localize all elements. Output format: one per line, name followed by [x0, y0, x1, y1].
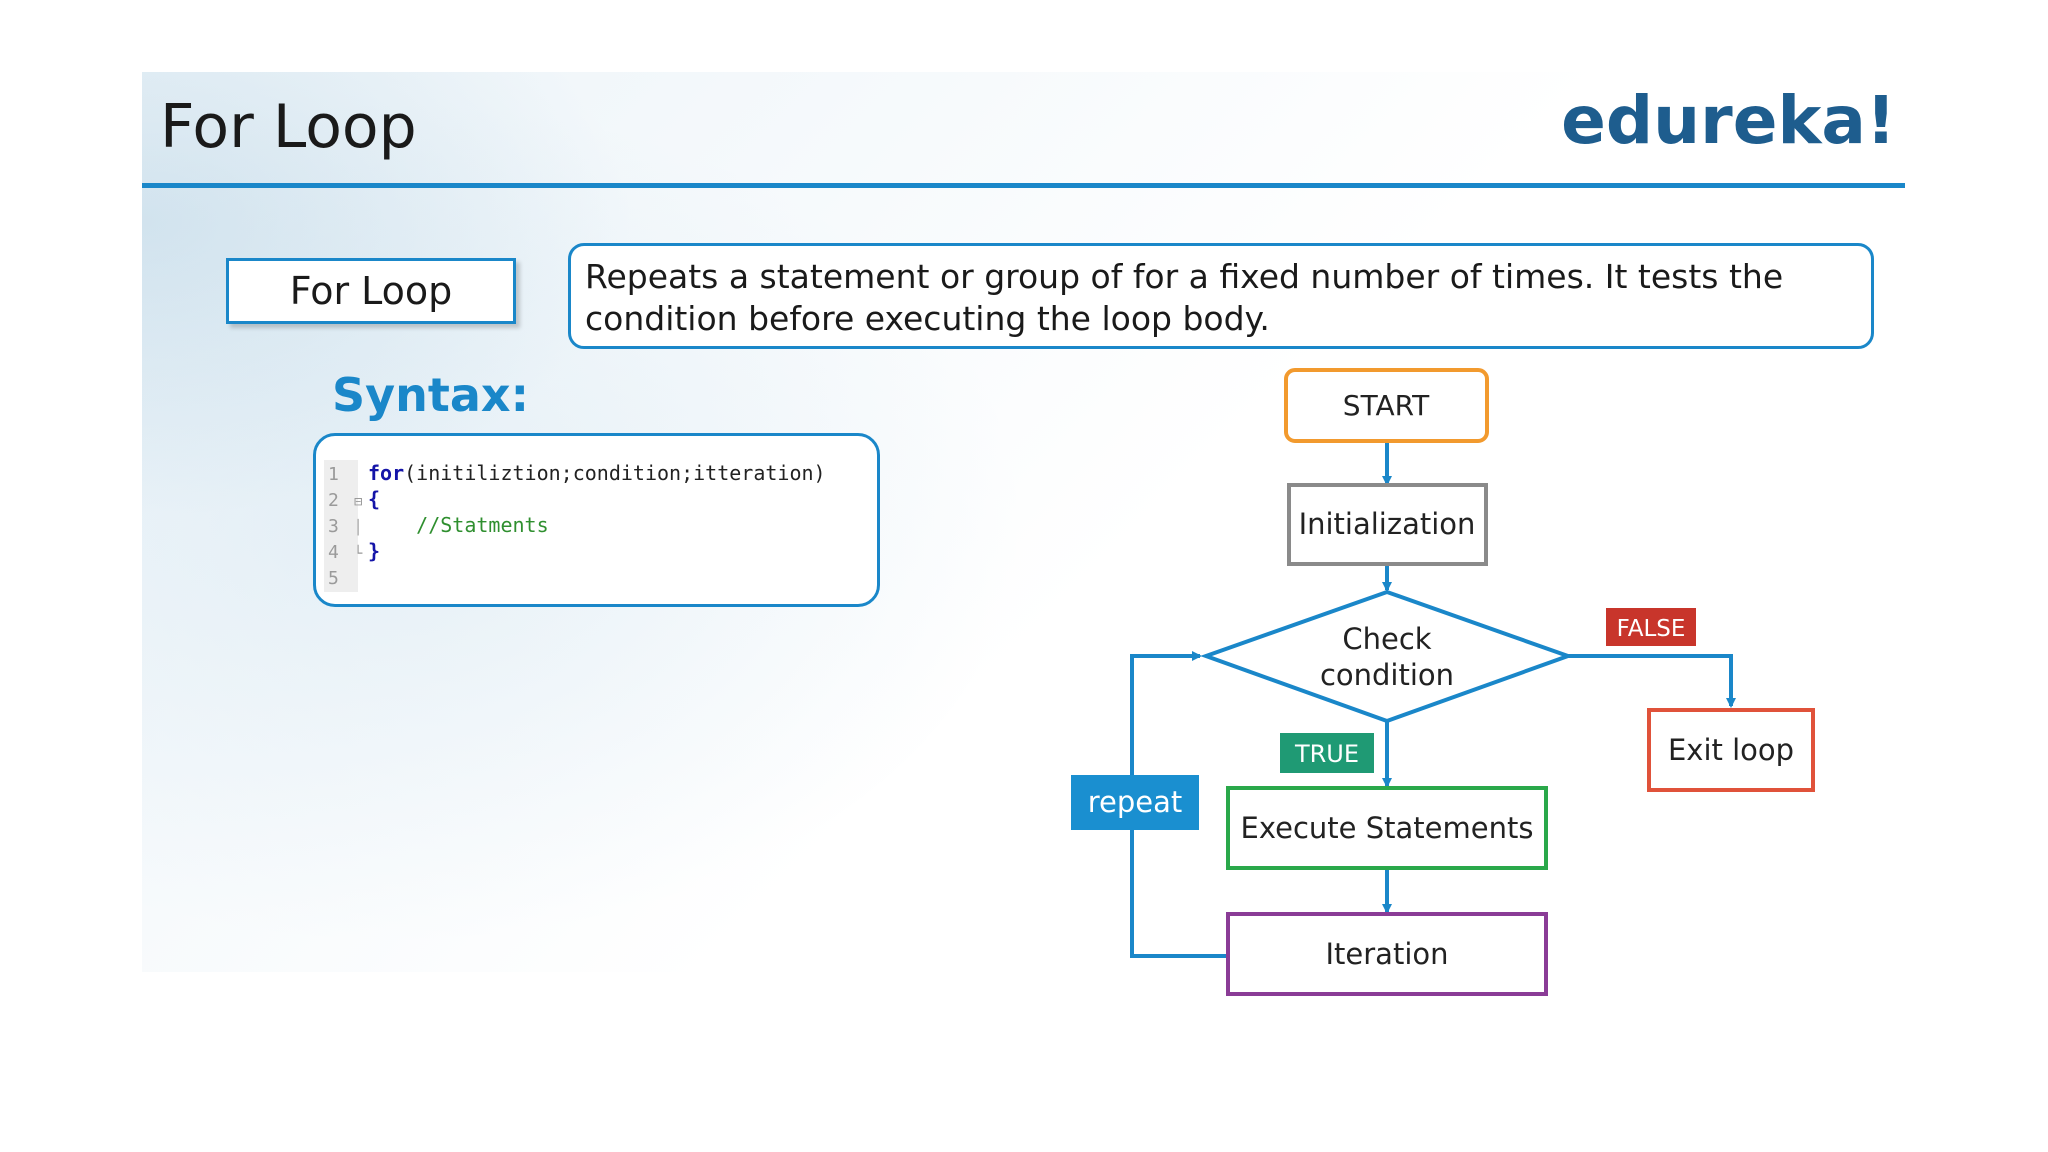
line-number: 5 [328, 568, 339, 589]
definition-box: Repeats a statement or group of for a fi… [568, 243, 1874, 349]
start-node [1284, 368, 1489, 443]
code-brace: { [368, 487, 381, 511]
fold-marker: ⊟ [354, 494, 363, 510]
check-label-line2: condition [1320, 658, 1454, 692]
brand-logo: edureka! [1561, 82, 1896, 159]
page-title: For Loop [160, 92, 417, 162]
execute-label: Execute Statements [1241, 811, 1534, 845]
header-divider [142, 183, 1905, 188]
code-text: (initiliztion;condition;itteration) [404, 461, 826, 485]
iteration-label: Iteration [1325, 937, 1448, 971]
exit-node [1647, 708, 1815, 792]
iteration-node [1226, 912, 1548, 996]
true-badge [1280, 733, 1374, 773]
init-node [1287, 483, 1488, 566]
code-keyword: for [368, 461, 405, 485]
definition-line-2: condition before executing the loop body… [585, 299, 1270, 338]
line-number: 1 [328, 464, 339, 485]
repeat-badge [1071, 775, 1199, 830]
code-line: 4 └} [324, 538, 380, 564]
line-number: 3 [328, 516, 339, 537]
fold-marker: └ [354, 546, 363, 562]
line-number: 2 [328, 490, 339, 511]
connector-check-exit [1568, 654, 1736, 708]
code-line: 2 ⊟ { [324, 486, 380, 512]
code-brace: } [368, 539, 381, 563]
false-label: FALSE [1617, 616, 1686, 642]
code-gutter [324, 460, 358, 592]
execute-node [1226, 786, 1548, 870]
init-label: Initialization [1299, 507, 1476, 541]
fold-marker: │ [354, 520, 363, 536]
code-comment: //Statments [368, 513, 549, 537]
exit-label: Exit loop [1668, 733, 1794, 767]
code-line: 1 for(initiliztion;condition;itteration) [324, 460, 826, 486]
repeat-label: repeat [1088, 785, 1183, 819]
true-label: TRUE [1294, 740, 1359, 768]
start-label: START [1343, 389, 1430, 422]
check-condition-node [1200, 589, 1574, 724]
code-line: 5 [324, 564, 354, 590]
definition-line-1: Repeats a statement or group of for a fi… [585, 257, 1784, 296]
check-label-line1: Check [1342, 622, 1431, 656]
term-label: For Loop [289, 269, 453, 313]
false-badge [1606, 608, 1696, 646]
term-box: For Loop [226, 258, 516, 324]
code-line: 3 │ //Statments [324, 512, 549, 538]
syntax-heading: Syntax: [332, 368, 529, 422]
line-number: 4 [328, 542, 339, 563]
